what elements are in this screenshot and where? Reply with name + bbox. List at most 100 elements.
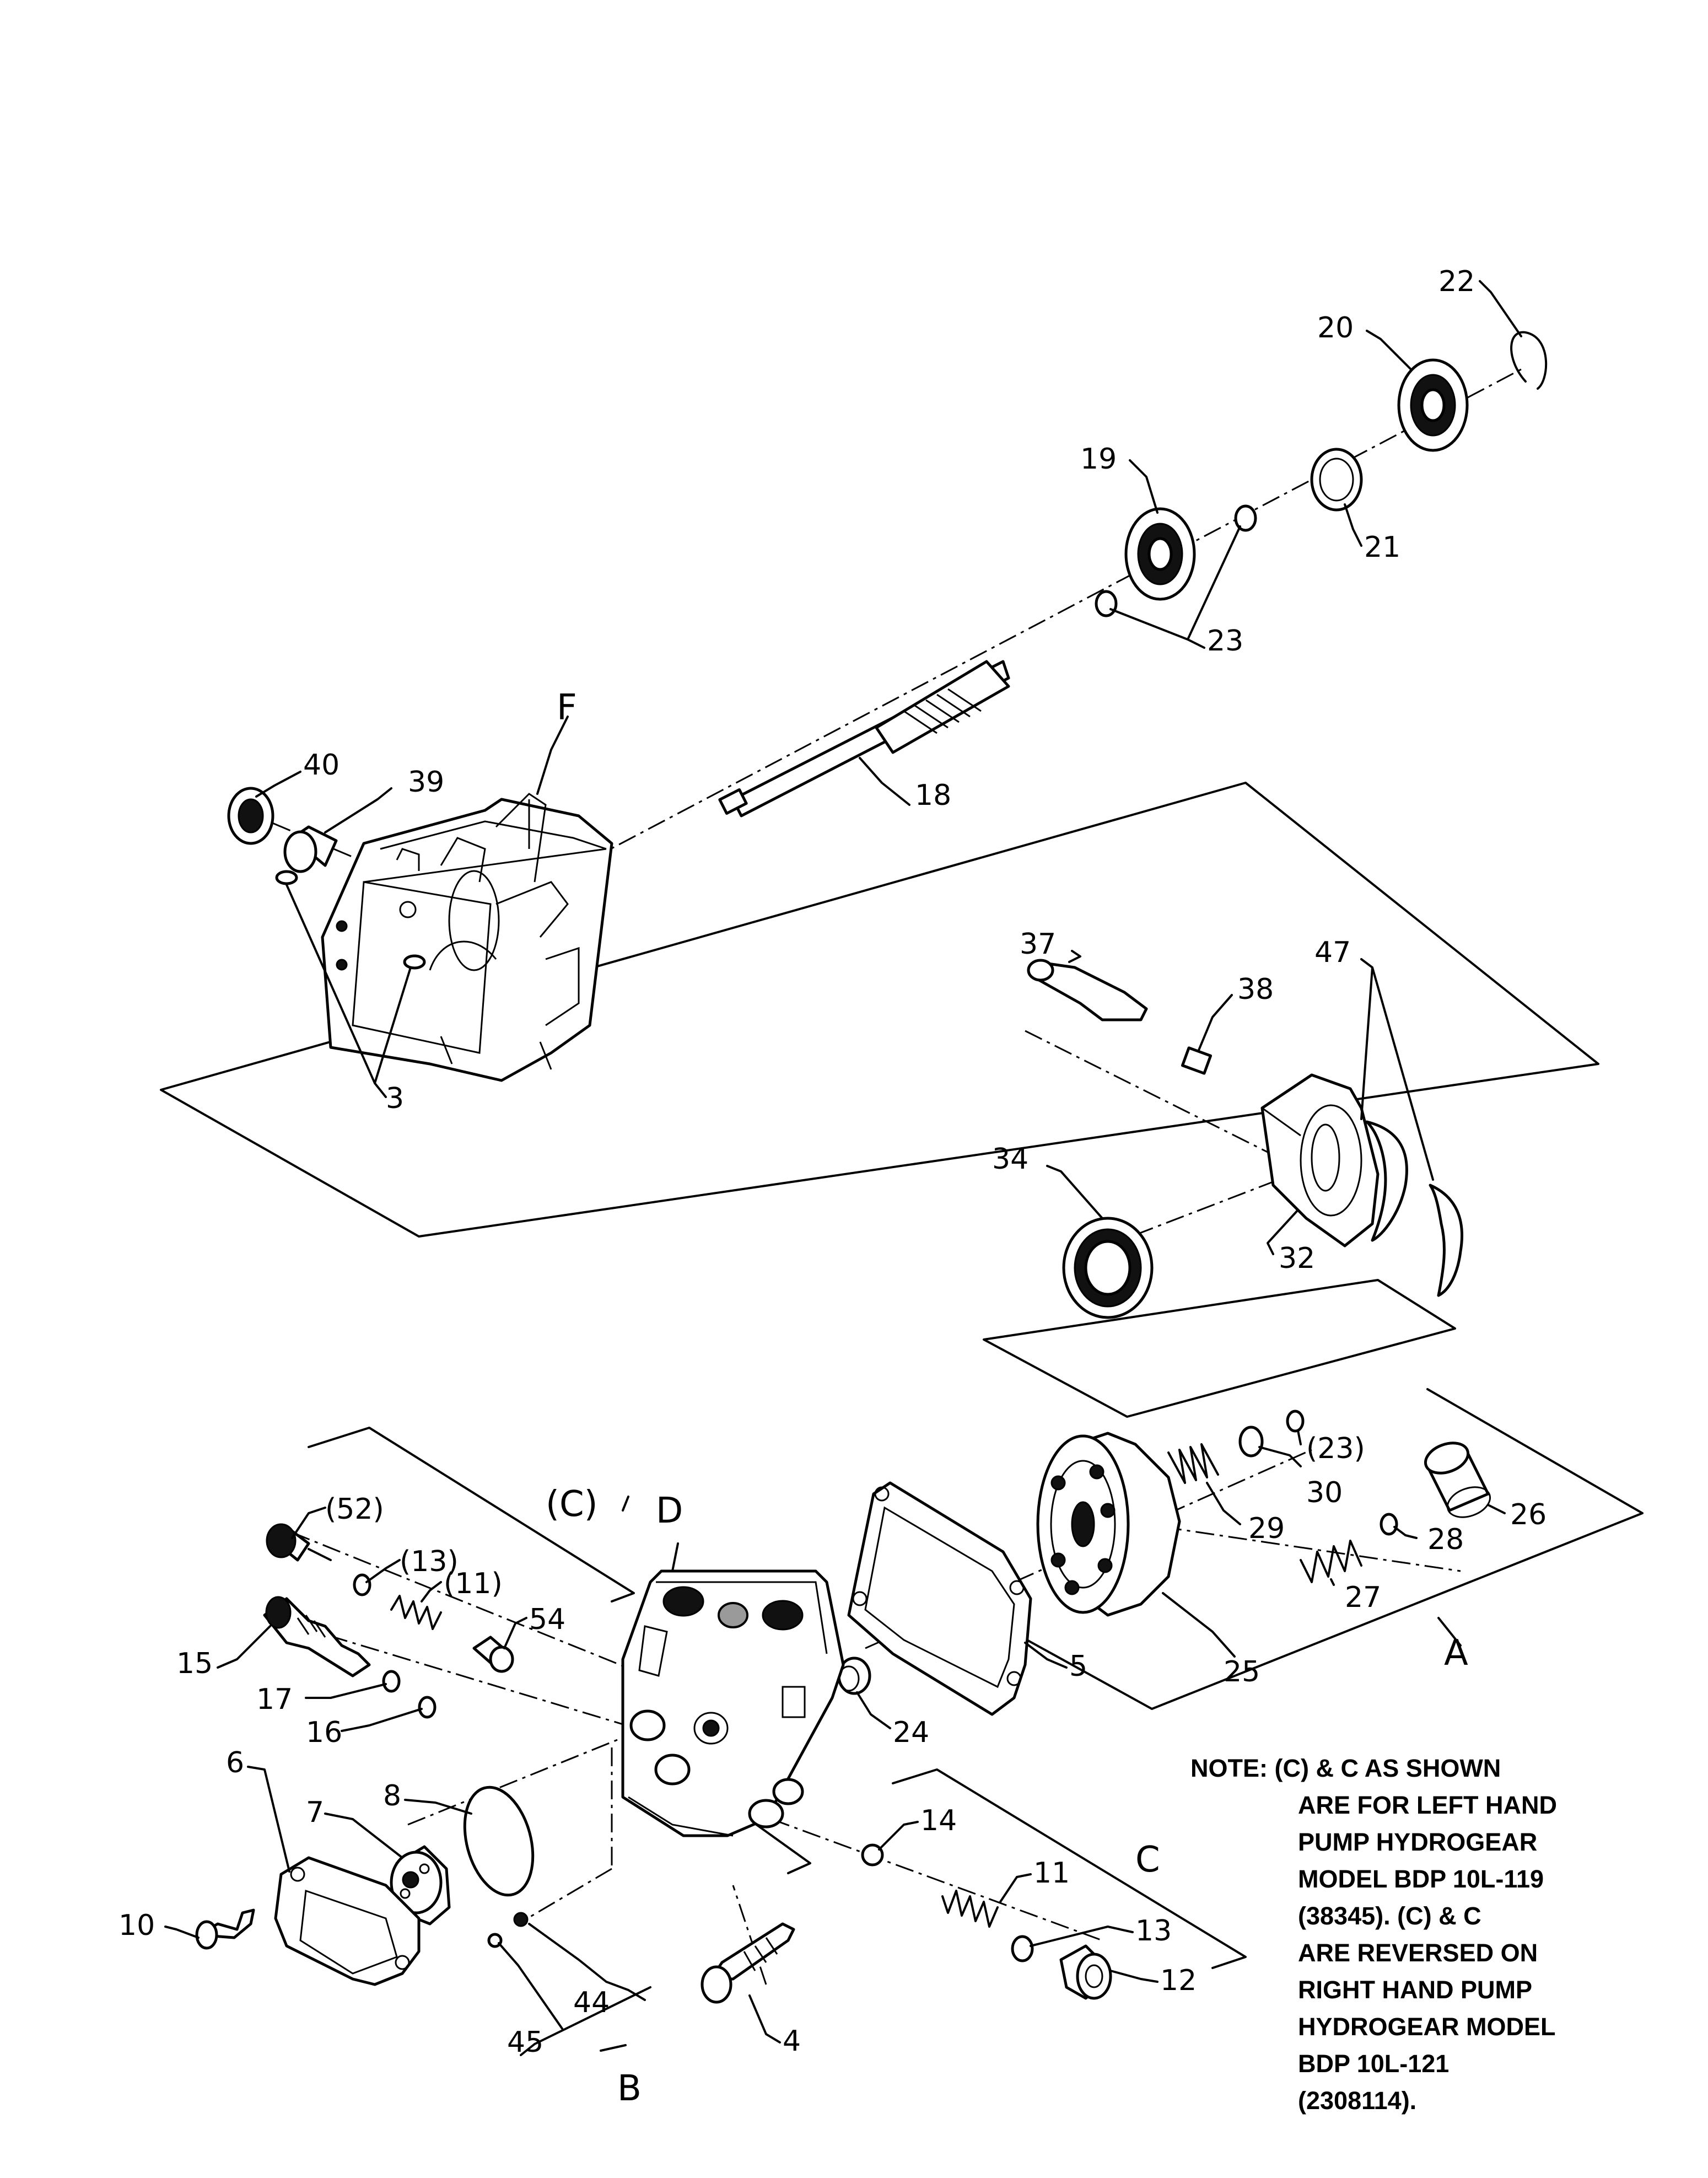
control-arm-37 xyxy=(1027,959,1148,1021)
o-ring-28 xyxy=(1380,1513,1398,1536)
label-18: 18 xyxy=(915,779,951,812)
o-ring-17 xyxy=(382,1670,401,1693)
spring-11 xyxy=(941,1890,999,1928)
o-ring-30 xyxy=(1238,1426,1264,1458)
plug-axis xyxy=(518,1868,612,1925)
spring-11-paren xyxy=(390,1595,442,1630)
label-F: F xyxy=(557,687,577,728)
label-30: 30 xyxy=(1306,1476,1343,1509)
o-ring-16 xyxy=(418,1696,437,1719)
label-34: 34 xyxy=(992,1143,1028,1176)
note-line-10: (2308114). xyxy=(1298,2086,1416,2115)
note-line-7: RIGHT HAND PUMP xyxy=(1298,1976,1532,2004)
note-line-6: ARE REVERSED ON xyxy=(1298,1939,1538,1967)
label-17: 17 xyxy=(256,1683,293,1716)
note-line-4: MODEL BDP 10L-119 xyxy=(1298,1865,1544,1893)
sleeve-26 xyxy=(1424,1442,1491,1518)
label-A: A xyxy=(1444,1633,1468,1674)
note-line-5: (38345). (C) & C xyxy=(1298,1902,1481,1930)
block-lower-axis xyxy=(732,1885,767,1985)
label-23-paren: (23) xyxy=(1306,1432,1365,1465)
housing-seal xyxy=(227,787,274,845)
spring-27 xyxy=(1300,1540,1362,1583)
swashplate-cradle-32 xyxy=(1260,1073,1380,1247)
label-B: B xyxy=(617,2068,642,2109)
o-ring-23-lower xyxy=(1095,590,1118,617)
leader-lines xyxy=(164,280,1522,2056)
bolt-4 xyxy=(701,1922,795,2004)
cylinder-block-25 xyxy=(1036,1432,1181,1617)
check-valve-axis-upper xyxy=(292,1531,634,1671)
label-39: 39 xyxy=(408,766,444,799)
label-16: 16 xyxy=(306,1716,342,1749)
label-C-paren: (C) xyxy=(546,1484,598,1525)
o-ring-13-paren xyxy=(353,1573,371,1596)
cover-6 xyxy=(274,1856,421,1986)
label-13: 13 xyxy=(1135,1915,1172,1948)
label-54: 54 xyxy=(529,1603,565,1636)
label-27: 27 xyxy=(1345,1581,1381,1614)
group-paren-C-outline xyxy=(308,1427,635,1602)
valve-15 xyxy=(263,1596,371,1677)
swashplate-group-outline xyxy=(983,1279,1456,1418)
screw-10 xyxy=(195,1908,255,1950)
label-7: 7 xyxy=(306,1796,324,1829)
washer-21 xyxy=(1310,448,1363,512)
label-12: 12 xyxy=(1160,1964,1197,1997)
note-line-1: NOTE: (C) & C AS SHOWN xyxy=(1190,1754,1501,1782)
group-C-outline xyxy=(892,1768,1247,1969)
center-section xyxy=(621,1569,845,1837)
label-26: 26 xyxy=(1510,1498,1547,1531)
label-40: 40 xyxy=(303,749,340,782)
housing-group-outline xyxy=(160,782,1599,1238)
label-10: 10 xyxy=(118,1909,155,1942)
label-52-paren: (52) xyxy=(325,1493,384,1526)
label-28: 28 xyxy=(1427,1523,1464,1556)
bearing-20 xyxy=(1397,358,1469,452)
check-valve-axis-right xyxy=(771,1818,1103,1942)
housing-dowel-pins xyxy=(275,870,426,970)
group-A-outline xyxy=(991,1388,1644,1710)
retaining-ring-22 xyxy=(1510,331,1548,390)
o-ring-8 xyxy=(463,1786,535,1897)
check-valve-plug-52 xyxy=(266,1523,332,1562)
label-25: 25 xyxy=(1224,1655,1260,1688)
label-5: 5 xyxy=(1069,1650,1087,1683)
thrust-washers-47 xyxy=(1365,1120,1464,1297)
note-line-8: HYDROGEAR MODEL xyxy=(1298,2013,1556,2041)
label-19: 19 xyxy=(1080,443,1117,476)
label-37: 37 xyxy=(1020,928,1056,961)
cover-axis xyxy=(407,1730,640,1826)
label-D: D xyxy=(656,1491,683,1531)
note-line-9: BDP 10L-121 xyxy=(1298,2050,1449,2078)
label-20: 20 xyxy=(1317,311,1354,345)
o-ring-13 xyxy=(1011,1935,1034,1962)
cradle-bearing-axis xyxy=(1135,1179,1279,1236)
ball-14 xyxy=(861,1843,884,1867)
note-line-2: ARE FOR LEFT HAND xyxy=(1298,1791,1557,1819)
label-15: 15 xyxy=(176,1647,213,1680)
label-22: 22 xyxy=(1438,265,1475,298)
label-21: 21 xyxy=(1364,531,1400,564)
label-47: 47 xyxy=(1314,936,1351,969)
thrust-bearing-34 xyxy=(1062,1217,1154,1319)
part-labels: 40 39 F 18 19 20 22 21 23 3 37 38 47 34 … xyxy=(118,265,1547,2109)
label-14: 14 xyxy=(920,1804,957,1837)
o-ring-23-lower-group xyxy=(1286,1410,1305,1433)
poppet-54 xyxy=(472,1636,514,1673)
input-shaft-axis xyxy=(589,368,1522,861)
input-shaft xyxy=(718,660,1010,818)
housing-bushing xyxy=(283,825,338,873)
label-3: 3 xyxy=(386,1082,404,1115)
label-45: 45 xyxy=(507,2026,543,2059)
check-plug-12 xyxy=(1059,1944,1112,2000)
bearing-19 xyxy=(1124,507,1196,601)
note-line-3: PUMP HYDROGEAR xyxy=(1298,1828,1537,1856)
label-23: 23 xyxy=(1207,625,1243,658)
label-C: C xyxy=(1135,1840,1160,1880)
pump-housing xyxy=(321,793,613,1082)
ball-44 xyxy=(513,1912,529,1927)
label-38: 38 xyxy=(1237,973,1274,1006)
label-13-paren: (13) xyxy=(400,1545,459,1578)
